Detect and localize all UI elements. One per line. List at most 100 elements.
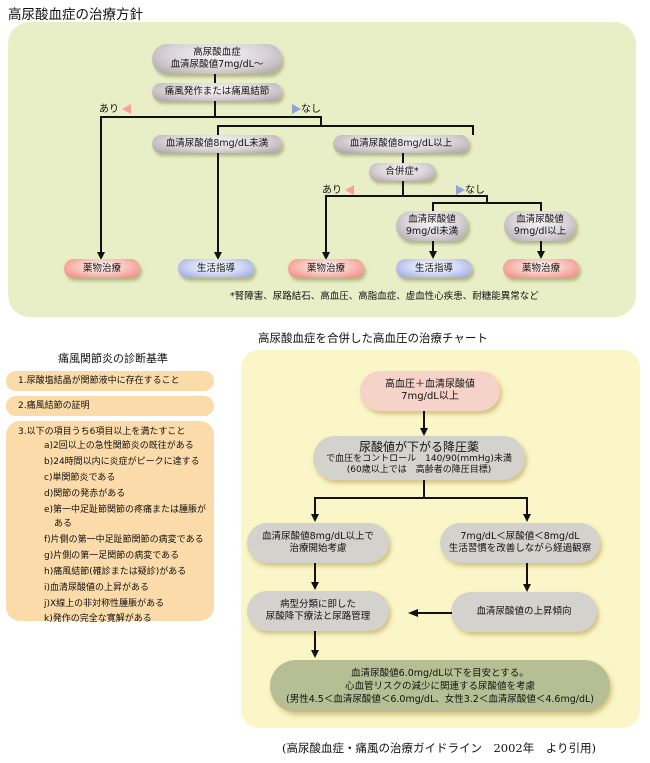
- node-text: 薬物治療: [521, 262, 560, 274]
- node-text: 生活指導: [414, 262, 453, 274]
- node-hypertension-start: 高血圧＋血清尿酸値 7mg/dL以上: [360, 371, 500, 411]
- criteria-subitem: f)片側の第一中足趾節関節の病変である: [44, 535, 204, 545]
- node-complication: 合併症*: [369, 163, 435, 181]
- criteria-subitem: j)X線上の非対称性腫脹がある: [44, 599, 165, 609]
- criteria-subitem: k)発作の完全な寛解がある: [44, 614, 152, 624]
- criteria-subitem: ある: [54, 519, 73, 529]
- node-text: (60歳以上では 高齢者の降圧目標): [346, 465, 492, 475]
- node-text: 高尿酸血症: [193, 47, 241, 58]
- connector: [314, 497, 526, 499]
- node-text: 尿酸値が下がる降圧薬: [358, 440, 479, 454]
- node-lifestyle-observation: 7mg/dL＜尿酸値＜8mg/dL 生活習慣を改善しながら経過観察: [440, 523, 600, 563]
- criteria-subitem: b)24時間以内に炎症がピークに達する: [44, 457, 200, 467]
- branch-no-label-2: なし: [456, 181, 485, 196]
- footnote: *腎障害、尿路結石、高血圧、高脂血症、虚血性心疾患、耐糖能異常など: [230, 291, 539, 302]
- connector: [314, 497, 316, 517]
- node-text: 7mg/dL＜尿酸値＜8mg/dL: [460, 531, 580, 542]
- node-text: 血清尿酸値8mg/dL以上で: [262, 531, 374, 542]
- connector: [486, 195, 488, 203]
- blue-triangle-icon: [456, 185, 465, 195]
- connector: [540, 241, 542, 253]
- connector: [325, 195, 327, 255]
- connector: [402, 153, 404, 163]
- criteria-item-1: 1.尿酸塩結晶が関節液中に存在すること: [6, 371, 214, 391]
- node-under-8: 血清尿酸値8mg/dL未満: [152, 135, 282, 153]
- connector: [325, 195, 487, 197]
- arrow-down-icon: [311, 650, 319, 658]
- criteria-item-3-text: 3.以下の項目うち6項目以上を満たすこと: [18, 427, 186, 437]
- node-text: 生活指導: [196, 262, 235, 274]
- node-gout-attack: 痛風発作または痛風結節: [152, 83, 282, 101]
- connector: [432, 202, 542, 204]
- connector: [320, 116, 322, 126]
- node-text: 高血圧＋血清尿酸値: [385, 379, 475, 390]
- node-treatment-start: 血清尿酸値8mg/dL以上で 治療開始考慮: [247, 523, 389, 563]
- criteria-item-3: 3.以下の項目うち6項目以上を満たすこと a)2回以上の急性関節炎の既往がある …: [6, 421, 214, 624]
- node-drug-therapy-3: 薬物治療: [503, 259, 579, 278]
- branch-yes-label: あり: [99, 100, 132, 115]
- connector: [432, 202, 434, 212]
- criteria-title: 痛風関節炎の診断基準: [58, 352, 168, 365]
- arrow-left-icon: [408, 609, 418, 617]
- node-text: 痛風発作または痛風結節: [164, 86, 270, 97]
- criteria-subitem: h)痛風結節(確診または疑診)がある: [44, 567, 187, 577]
- connector: [402, 181, 404, 195]
- node-over-9: 血清尿酸値 9mg/dl以上: [504, 211, 576, 241]
- branch-no-label: なし: [292, 100, 321, 115]
- node-lifestyle-2: 生活指導: [396, 259, 472, 278]
- arrow-down-icon: [322, 252, 330, 260]
- node-text: 血清尿酸値: [516, 214, 564, 225]
- criteria-subitem: g)片側の第一足関節の病変である: [44, 551, 180, 561]
- connector: [526, 497, 528, 517]
- node-text: 9mg/dl未満: [405, 226, 459, 237]
- connector: [100, 116, 102, 256]
- arrow-down-icon: [537, 251, 545, 259]
- node-drug-therapy-1: 薬物治療: [64, 259, 140, 278]
- node-text: 心血管リスクの減少に関連する尿酸値を考慮: [344, 680, 535, 692]
- node-text: 病型分類に即した: [279, 599, 356, 610]
- connector: [217, 125, 219, 135]
- arrow-down-icon: [311, 514, 319, 522]
- arrow-down-icon: [523, 514, 531, 522]
- arrow-down-icon: [97, 252, 105, 260]
- node-text: 血清尿酸値: [408, 214, 456, 225]
- criteria-subitem: i)血清尿酸値の上昇がある: [44, 583, 150, 593]
- connector: [418, 612, 452, 614]
- connector: [472, 125, 474, 135]
- connector: [217, 153, 219, 255]
- connector: [314, 563, 316, 585]
- blue-triangle-icon: [292, 104, 301, 114]
- node-text: 薬物治療: [82, 262, 121, 274]
- arrow-down-icon: [311, 582, 319, 590]
- section1-title: 高尿酸血症の治療方針: [8, 7, 143, 23]
- node-text: 9mg/dl以上: [513, 226, 567, 237]
- connector: [432, 241, 434, 253]
- node-hyperuricemia: 高尿酸血症 血清尿酸値7mg/dL～: [152, 44, 282, 74]
- node-text: 血清尿酸値6.0mg/dL以下を目安とする。: [351, 667, 529, 679]
- node-text: 治療開始考慮: [289, 543, 347, 554]
- node-rising-trend: 血清尿酸値の上昇傾向: [451, 592, 597, 632]
- connector: [314, 631, 316, 653]
- node-lifestyle-1: 生活指導: [178, 259, 254, 278]
- arrow-down-icon: [420, 428, 428, 436]
- node-over-8: 血清尿酸値8mg/dL以上: [333, 135, 469, 153]
- criteria-subitem: d)関節の発赤がある: [44, 489, 126, 499]
- node-text: 血清尿酸値8mg/dL以上: [349, 138, 453, 149]
- criteria-subitem: a)2回以上の急性関節炎の既往がある: [44, 441, 194, 451]
- arrow-down-icon: [523, 584, 531, 592]
- node-text: 血清尿酸値7mg/dL～: [170, 59, 264, 70]
- connector: [423, 411, 425, 431]
- citation: (高尿酸血症・痛風の治療ガイドライン 2002年 より引用): [282, 741, 597, 755]
- node-text: 合併症*: [385, 166, 419, 177]
- node-urate-lowering: 病型分類に即した 尿酸降下療法と尿路管理: [247, 591, 389, 631]
- arrow-down-icon: [429, 251, 437, 259]
- node-text: 生活習慣を改善しながら経過観察: [448, 543, 592, 554]
- node-text: 薬物治療: [306, 262, 345, 274]
- connector: [526, 563, 528, 587]
- node-text: 血清尿酸値の上昇傾向: [476, 606, 572, 617]
- node-text: (男性4.5＜血清尿酸値＜6.0mg/dL、女性3.2＜血清尿酸値＜4.6mg/…: [286, 693, 594, 705]
- node-text: 尿酸降下療法と尿路管理: [265, 611, 371, 622]
- connector: [214, 74, 216, 84]
- branch-yes-label-2: あり: [322, 181, 355, 196]
- node-drug-therapy-2: 薬物治療: [288, 259, 364, 278]
